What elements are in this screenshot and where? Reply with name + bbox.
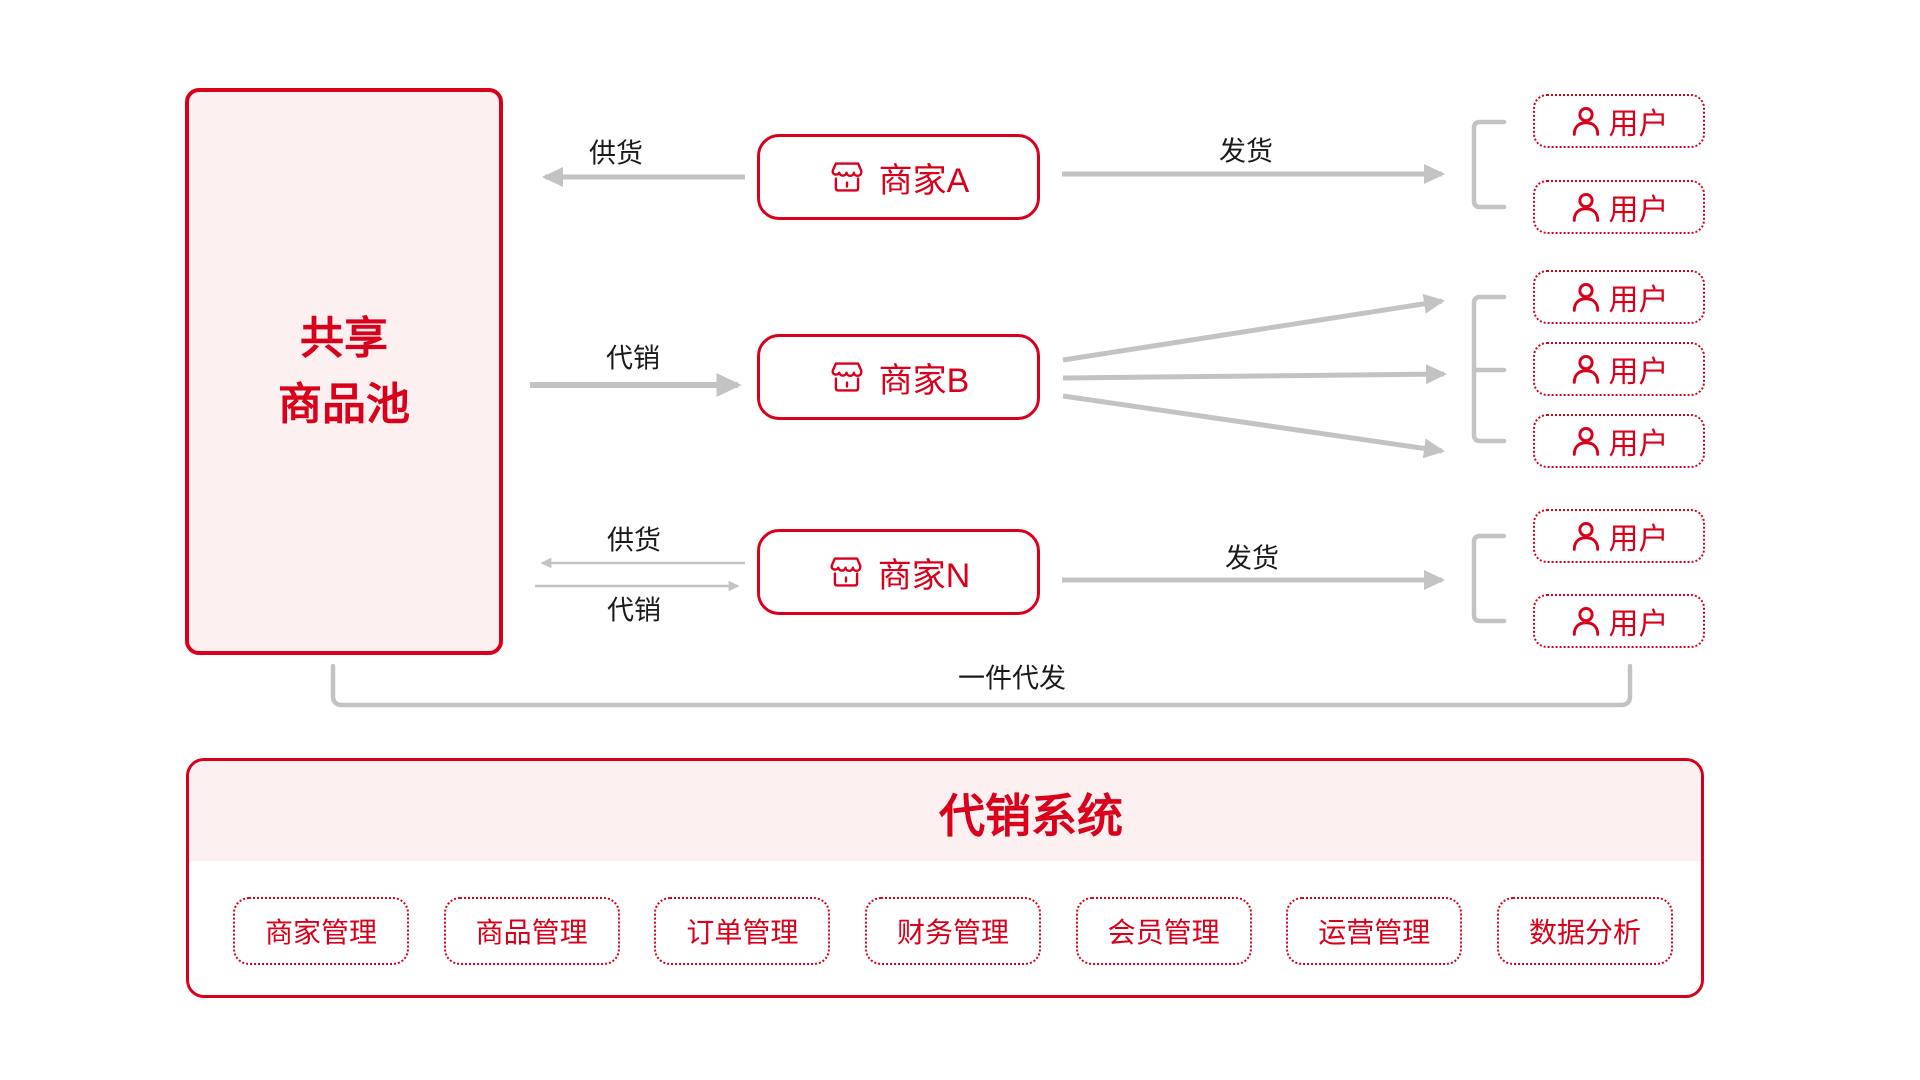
shared-product-pool-box: 共享 商品池 bbox=[185, 88, 503, 655]
merchant-b-label: 商家B bbox=[878, 361, 970, 400]
user-label: 用户 bbox=[1608, 194, 1669, 227]
pool-label-line2: 商品池 bbox=[278, 379, 410, 429]
user-box: 用户 bbox=[1533, 94, 1705, 148]
consignment-system-box: 代销系统 商家管理 商品管理 订单管理 财务管理 会员管理 运营管理 数据分析 bbox=[186, 758, 1704, 998]
module-chip-data-analysis: 数据分析 bbox=[1496, 897, 1673, 965]
consignment-system-header: 代销系统 bbox=[189, 761, 1701, 861]
pool-label-line1: 共享 bbox=[300, 313, 388, 363]
person-icon bbox=[1570, 353, 1602, 385]
user-label: 用户 bbox=[1608, 428, 1669, 461]
module-chip-merchant-mgmt: 商家管理 bbox=[233, 897, 410, 965]
storefront-icon bbox=[828, 358, 866, 396]
module-chip-operation-mgmt: 运营管理 bbox=[1286, 897, 1463, 965]
edge-label-ship-a: 发货 bbox=[1219, 136, 1273, 167]
edge-label-dropship: 一件代发 bbox=[958, 663, 1066, 694]
user-label: 用户 bbox=[1608, 284, 1669, 317]
user-box: 用户 bbox=[1533, 594, 1705, 648]
edge-label-consign-b: 代销 bbox=[606, 343, 660, 374]
person-icon bbox=[1570, 520, 1602, 552]
edge-label-supply-a: 供货 bbox=[589, 138, 643, 169]
merchant-a-box: 商家A bbox=[757, 134, 1040, 220]
bracket-user-group-2 bbox=[1471, 294, 1507, 444]
merchant-b-box: 商家B bbox=[757, 334, 1040, 420]
module-chip-finance-mgmt: 财务管理 bbox=[864, 897, 1041, 965]
bracket-user-group-3 bbox=[1471, 533, 1507, 624]
user-label: 用户 bbox=[1608, 108, 1669, 141]
person-icon bbox=[1570, 281, 1602, 313]
user-box: 用户 bbox=[1533, 414, 1705, 468]
connector-dropship bbox=[330, 663, 1633, 708]
user-box: 用户 bbox=[1533, 270, 1705, 324]
merchant-n-box: 商家N bbox=[757, 529, 1040, 615]
user-label: 用户 bbox=[1608, 523, 1669, 556]
arrow-ship-b-2 bbox=[1062, 364, 1447, 385]
merchant-n-label: 商家N bbox=[877, 556, 971, 595]
user-label: 用户 bbox=[1608, 356, 1669, 389]
edge-label-consign-n: 代销 bbox=[607, 595, 661, 626]
user-box: 用户 bbox=[1533, 180, 1705, 234]
user-box: 用户 bbox=[1533, 509, 1705, 563]
module-chip-member-mgmt: 会员管理 bbox=[1075, 897, 1252, 965]
arrow-ship-b-1 bbox=[1062, 293, 1445, 363]
bracket-user-group-1 bbox=[1471, 119, 1507, 210]
person-icon bbox=[1570, 105, 1602, 137]
merchant-a-label: 商家A bbox=[878, 161, 970, 200]
module-chip-product-mgmt: 商品管理 bbox=[443, 897, 620, 965]
user-box: 用户 bbox=[1533, 342, 1705, 396]
storefront-icon bbox=[828, 158, 866, 196]
person-icon bbox=[1570, 425, 1602, 457]
edge-label-supply-n: 供货 bbox=[607, 525, 661, 556]
person-icon bbox=[1570, 191, 1602, 223]
storefront-icon bbox=[827, 553, 865, 591]
shared-product-pool-label: 共享 商品池 bbox=[278, 306, 410, 438]
arrow-ship-b-3 bbox=[1062, 393, 1445, 459]
module-chip-row: 商家管理 商品管理 订单管理 财务管理 会员管理 运营管理 数据分析 bbox=[233, 897, 1673, 965]
consignment-system-title: 代销系统 bbox=[939, 790, 1123, 842]
edge-label-ship-n: 发货 bbox=[1225, 543, 1279, 574]
module-chip-order-mgmt: 订单管理 bbox=[654, 897, 831, 965]
user-label: 用户 bbox=[1608, 608, 1669, 641]
person-icon bbox=[1570, 605, 1602, 637]
